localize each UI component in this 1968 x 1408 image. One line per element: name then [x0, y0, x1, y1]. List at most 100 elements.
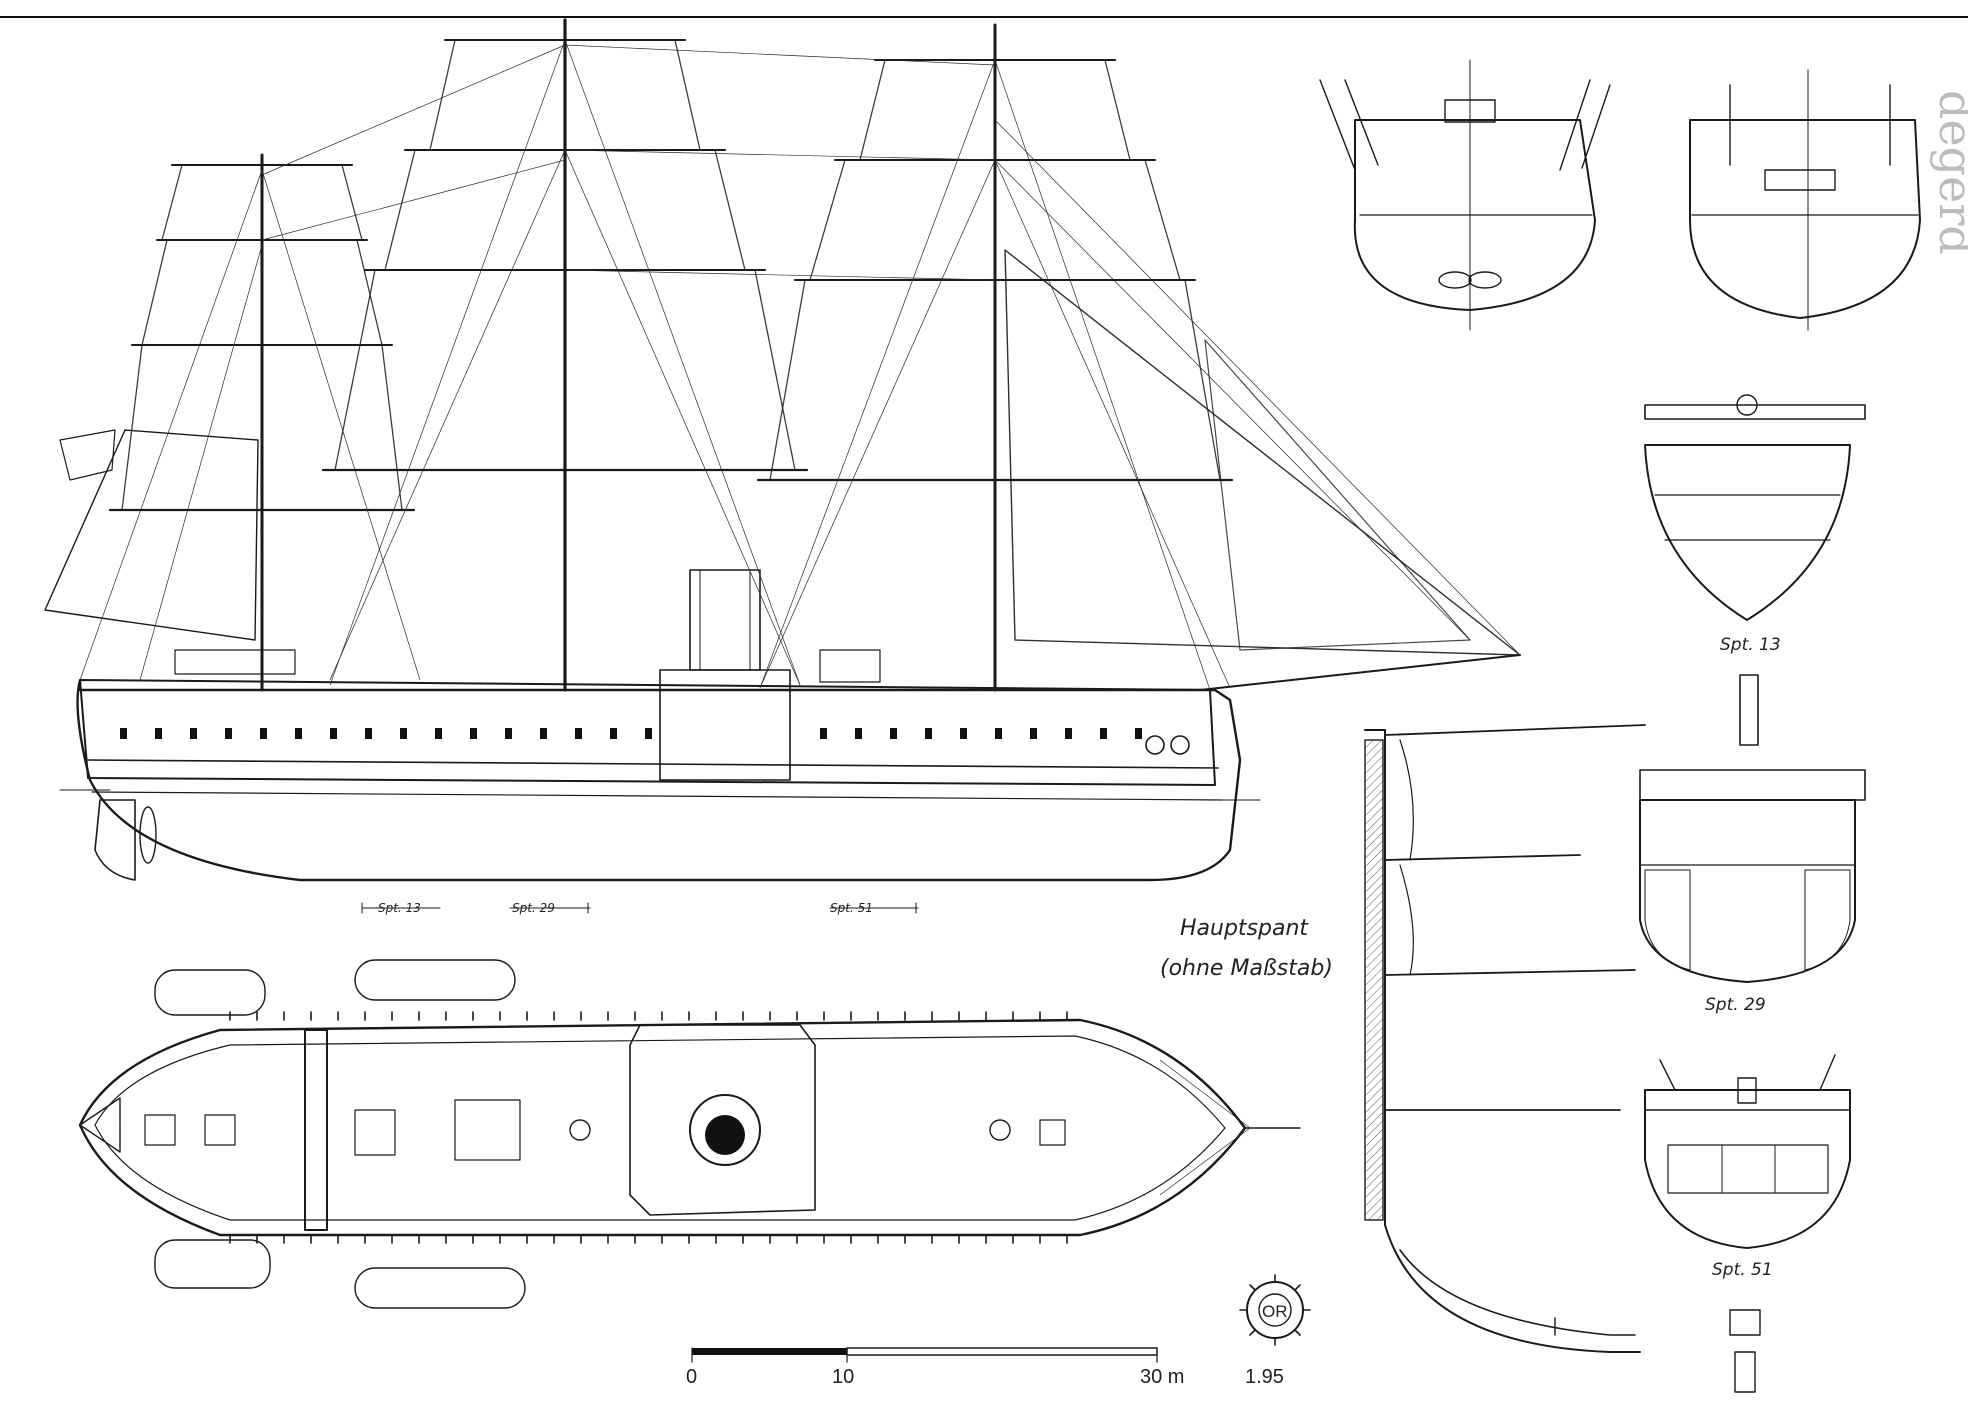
square-sail [161, 164, 363, 241]
hatch-3 [354, 1109, 396, 1156]
stay-line [994, 159, 1471, 641]
main-frame-section [1364, 724, 1761, 1393]
portholes [120, 728, 1142, 739]
boat-port-mid [354, 959, 516, 1001]
hatch-2 [204, 1114, 236, 1146]
scale-tick-0: 0 [686, 1366, 697, 1388]
square-sails [121, 39, 1221, 511]
porthole [470, 728, 477, 739]
deck-crossbeam [304, 1029, 328, 1231]
rudder [94, 799, 136, 881]
skylight [454, 1099, 521, 1161]
spanker-sail [44, 429, 259, 641]
porthole [540, 728, 547, 739]
porthole [190, 728, 197, 739]
deck-edge-ticks [229, 1011, 1068, 1244]
stay-line [261, 169, 421, 681]
maker-mark: OR 1.95 [1239, 1274, 1311, 1388]
boat-stbd-aft [154, 1239, 271, 1289]
square-sail [334, 269, 796, 471]
capstan [569, 1119, 591, 1141]
porthole [1030, 728, 1037, 739]
label-frame-13: Spt. 13 [1720, 635, 1781, 655]
stay-line [759, 59, 996, 689]
propeller [139, 806, 157, 864]
section-frame-51: Spt. 51 [1644, 1054, 1851, 1280]
label-frame-29: Spt. 29 [1705, 995, 1766, 1015]
porthole [260, 728, 267, 739]
porthole [855, 728, 862, 739]
yards [108, 39, 1234, 512]
section-frame-29: Spt. 29 [1639, 674, 1866, 1015]
capstan-fwd [989, 1119, 1011, 1141]
boat-port-aft [154, 969, 266, 1016]
sheet-code: 1.95 [1245, 1366, 1284, 1388]
stay-line [261, 159, 566, 241]
square-sail [769, 279, 1221, 481]
marker-frame-13: Spt. 13 [378, 901, 421, 915]
porthole [645, 728, 652, 739]
porthole [960, 728, 967, 739]
boat-stbd-mid [354, 1267, 526, 1309]
marker-frame-29: Spt. 29 [512, 901, 555, 915]
porthole [820, 728, 827, 739]
stay-line [261, 44, 566, 176]
stern-hatch [79, 1097, 121, 1153]
funnel-casing [629, 1024, 816, 1216]
deckhouse-fwd [819, 649, 881, 683]
stay-line [564, 149, 801, 686]
deck-outline [78, 1018, 1247, 1237]
jib-sail-2 [1204, 339, 1471, 651]
porthole [1100, 728, 1107, 739]
bowsprit [1199, 654, 1521, 691]
stay-line [79, 169, 263, 681]
frame-markers: Spt. 13 Spt. 29 Spt. 51 [361, 901, 919, 915]
stay-line [329, 149, 566, 681]
porthole [330, 728, 337, 739]
stay-line [994, 59, 1211, 691]
main-frame-title: Hauptspant [1180, 916, 1309, 941]
fwd-hatch [1039, 1119, 1066, 1146]
porthole [400, 728, 407, 739]
porthole [295, 728, 302, 739]
jib-sail-1 [1004, 249, 1521, 656]
stay-line [564, 269, 996, 281]
scale-bar: 0 10 30 m [686, 1347, 1184, 1388]
maker-mark-text: OR [1262, 1302, 1288, 1321]
porthole [610, 728, 617, 739]
stay-line [564, 39, 801, 686]
scale-tick-30: 30 m [1140, 1366, 1184, 1388]
rigging [79, 39, 1521, 691]
porthole [505, 728, 512, 739]
stay-line [329, 39, 566, 686]
stay-line [139, 244, 263, 681]
anchor-hawse-2 [1170, 735, 1190, 755]
porthole [890, 728, 897, 739]
stern-view [1319, 59, 1611, 331]
porthole [925, 728, 932, 739]
porthole [120, 728, 127, 739]
bow-view [1689, 69, 1921, 331]
hull-outline [76, 678, 1242, 882]
porthole [1135, 728, 1142, 739]
stay-line [994, 159, 1231, 689]
porthole [365, 728, 372, 739]
hatch-1 [144, 1114, 176, 1146]
marker-frame-51: Spt. 51 [830, 901, 873, 915]
section-frame-13: Spt. 13 [1644, 394, 1866, 655]
porthole [435, 728, 442, 739]
square-sail [121, 344, 403, 511]
stay-line [564, 44, 996, 66]
stay-line [994, 119, 1521, 656]
stay-line [759, 159, 996, 689]
label-frame-51: Spt. 51 [1712, 1260, 1773, 1280]
waterline [91, 791, 1223, 801]
deck-plan [78, 959, 1301, 1309]
funnel-opening [705, 1115, 745, 1155]
porthole [225, 728, 232, 739]
porthole [575, 728, 582, 739]
side-elevation: Spt. 13 Spt. 29 Spt. 51 [44, 18, 1521, 915]
porthole [995, 728, 1002, 739]
sheer-stripe [87, 759, 1219, 769]
